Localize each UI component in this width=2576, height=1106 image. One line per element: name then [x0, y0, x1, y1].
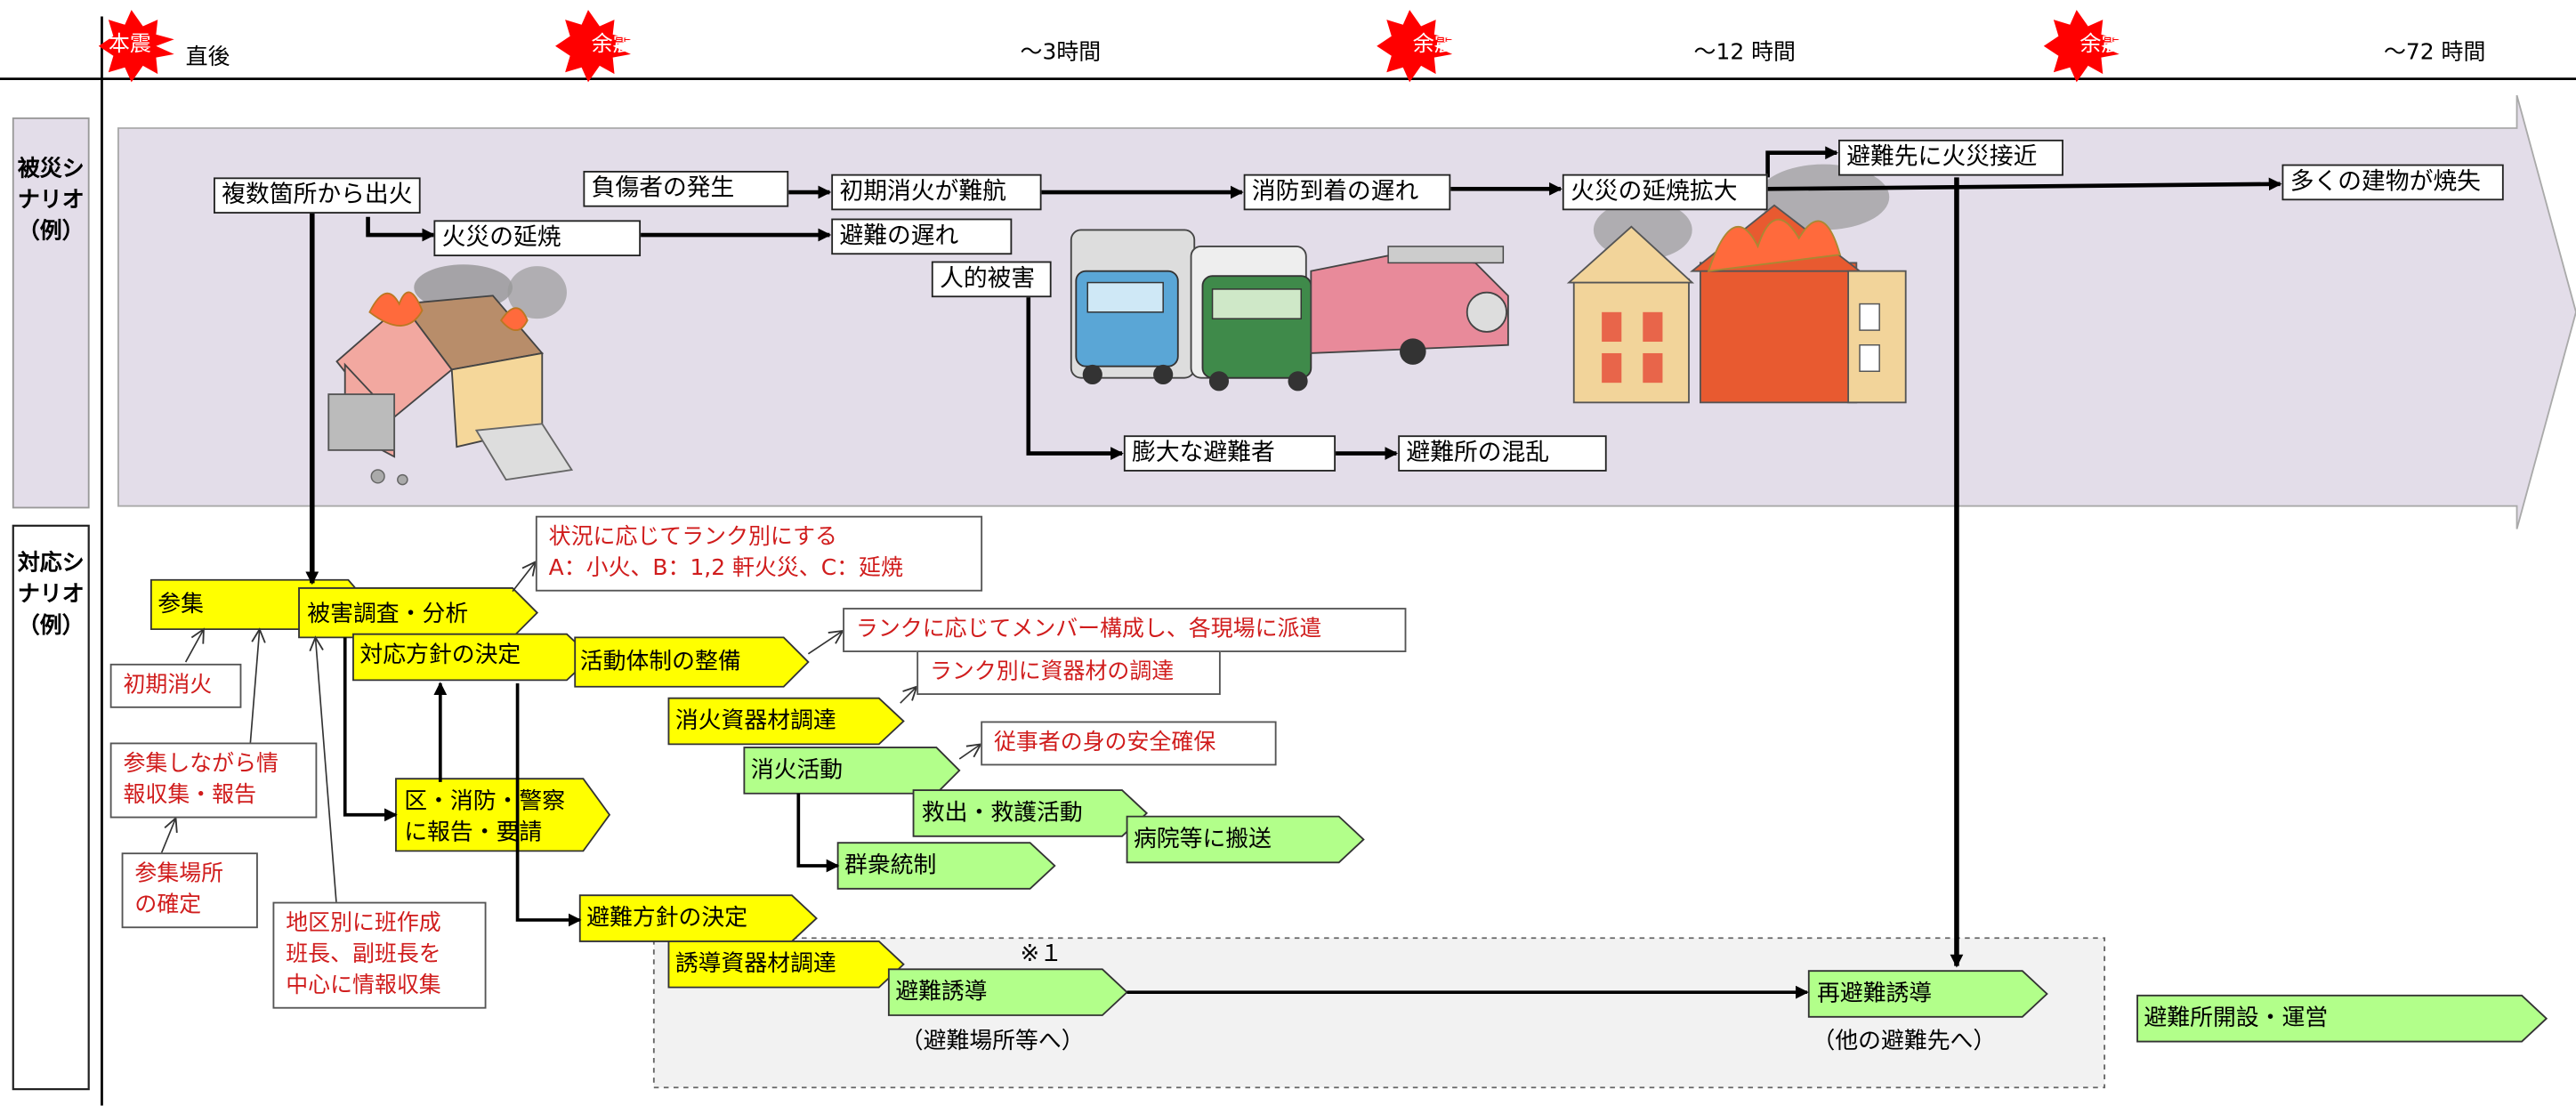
destination-label: （他の避難先へ） [1812, 1028, 1997, 1055]
aftershock-star-icon [2043, 10, 2120, 83]
flow-connector [796, 793, 840, 873]
burning-buildings-illustration [1566, 164, 1907, 404]
disaster-scenario-label: 被災シ ナリオ （例） [17, 156, 85, 246]
system-label: 活動体制の整備 [579, 649, 741, 675]
report-shape [395, 778, 611, 852]
evac-delay-box: 避難の遅れ [831, 218, 1013, 255]
callout-arrow [160, 818, 176, 855]
system-shape [574, 636, 810, 688]
policy-label: 対応方針の決定 [359, 642, 521, 669]
evac-guide-shape [887, 968, 1128, 1016]
flow-connector [366, 216, 436, 242]
response-scenario-label: 対応シ ナリオ （例） [17, 550, 85, 640]
shelter-chaos-box: 避難所の混乱 [1398, 435, 1607, 472]
mainshock-star-icon [98, 10, 174, 83]
callout-arrow [900, 687, 917, 704]
mainshock-label: 本震 [108, 32, 151, 58]
callout-arrow [807, 631, 843, 655]
aftershock-star-icon [1377, 10, 1453, 83]
flow-connector [1767, 177, 2282, 191]
aftershock-star-icon [555, 10, 631, 83]
flow-connector [343, 637, 398, 822]
time-label-12h: ～12 時間 [1693, 39, 1796, 66]
survey-shape [298, 587, 539, 639]
initial-fire-note: 初期消火 [109, 663, 242, 708]
reguide-shape [1807, 970, 2048, 1018]
aftershock-label: 余震 [2079, 32, 2123, 58]
callout-arrow [315, 637, 338, 909]
district-note: 地区別に班作成 班長、副班長を 中心に情報収集 [272, 901, 487, 1009]
aftershock-label: 余震 [1412, 32, 1456, 58]
burning-house-illustration [327, 264, 574, 486]
safety-note: 従事者の身の安全確保 [981, 721, 1277, 766]
human-damage-box: 人的被害 [931, 261, 1052, 298]
fire-outbreak-box: 複数箇所から出火 [214, 177, 421, 214]
survey-label: 被害調査・分析 [307, 601, 469, 628]
many-evacuees-box: 膨大な避難者 [1123, 435, 1336, 472]
crowd-shape [836, 842, 1056, 890]
hospital-label: 病院等に搬送 [1133, 826, 1272, 853]
evac-policy-shape [578, 894, 818, 942]
place-note: 参集場所 の確定 [121, 852, 258, 929]
spread-box: 火災の延焼 [433, 220, 642, 257]
initial-difficult-box: 初期消火が難航 [831, 174, 1042, 211]
members-note: ランクに応じてメンバー構成し、各現場に派遣 [843, 608, 1407, 652]
fire-materials-shape [667, 697, 905, 746]
time-label-72h: ～72 時間 [2383, 39, 2486, 66]
info-note: 参集しながら情 報収集・報告 [109, 742, 318, 819]
guide-materials-label: 誘導資器材調達 [674, 951, 836, 978]
expand-box: 火災の延焼拡大 [1562, 174, 1768, 211]
gather-label: 参集 [157, 591, 204, 618]
callout-arrow [512, 561, 536, 593]
shelter-label: 避難所開設・運営 [2144, 1005, 2329, 1032]
fire-materials-label: 消火資器材調達 [674, 707, 836, 735]
hospital-shape [1126, 815, 1365, 864]
time-label-3h: ～3時間 [1020, 39, 1102, 66]
injured-box: 負傷者の発生 [583, 171, 789, 207]
note-marker: ※１ [1020, 941, 1063, 968]
callout-arrow [958, 744, 981, 760]
callout-arrow [248, 629, 260, 751]
time-label-immediate: 直後 [185, 44, 230, 71]
flow-connector [1026, 295, 1124, 460]
crowd-label: 群衆統制 [844, 852, 937, 879]
rank-note: 状況に応じてランク別にする A：小火、B：1,2 軒火災、C：延焼 [535, 515, 983, 592]
flow-connector [515, 683, 582, 927]
callout-arrow [184, 629, 204, 663]
rescue-label: 救出・救護活動 [921, 800, 1083, 827]
approach-box: 避難先に火災接近 [1838, 139, 2063, 176]
report-label: 区・消防・警察 に報告・要請 [404, 788, 566, 846]
aftershock-label: 余震 [591, 32, 634, 58]
evac-guide-label: 避難誘導 [895, 979, 988, 1005]
fire-delay-box: 消防到着の遅れ [1243, 174, 1451, 211]
destination-label: （避難場所等へ） [900, 1028, 1085, 1055]
burnt-box: 多くの建物が焼失 [2281, 164, 2504, 201]
firefight-label: 消火活動 [750, 757, 844, 784]
reguide-label: 再避難誘導 [1817, 981, 1933, 1007]
shelter-shape [2136, 994, 2548, 1043]
emergency-vehicles-illustration [1070, 229, 1509, 392]
evac-policy-label: 避難方針の決定 [586, 905, 748, 932]
firefight-shape [743, 747, 961, 795]
response-row-frame [12, 524, 90, 1091]
disaster-row-frame [12, 117, 90, 509]
materials-note: ランク別に資器材の調達 [917, 650, 1221, 695]
flow-connector [1765, 146, 1839, 178]
